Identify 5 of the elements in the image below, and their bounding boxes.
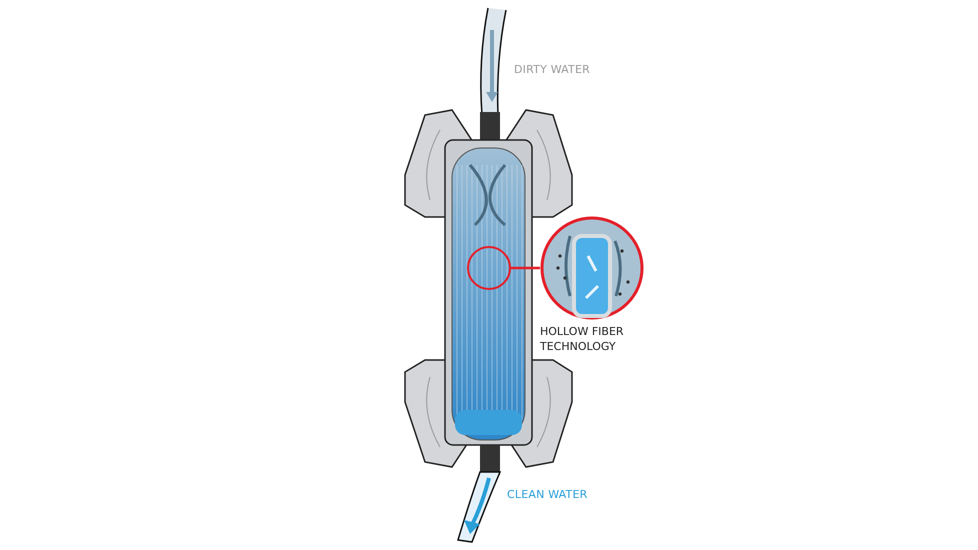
magnifier-ring — [467, 246, 511, 290]
callout-label: HOLLOW FIBER TECHNOLOGY — [540, 324, 625, 354]
flow-label: CLEAN WATER — [507, 488, 588, 501]
leader-line — [511, 266, 540, 270]
flow-label: DIRTY WATER — [514, 63, 590, 76]
